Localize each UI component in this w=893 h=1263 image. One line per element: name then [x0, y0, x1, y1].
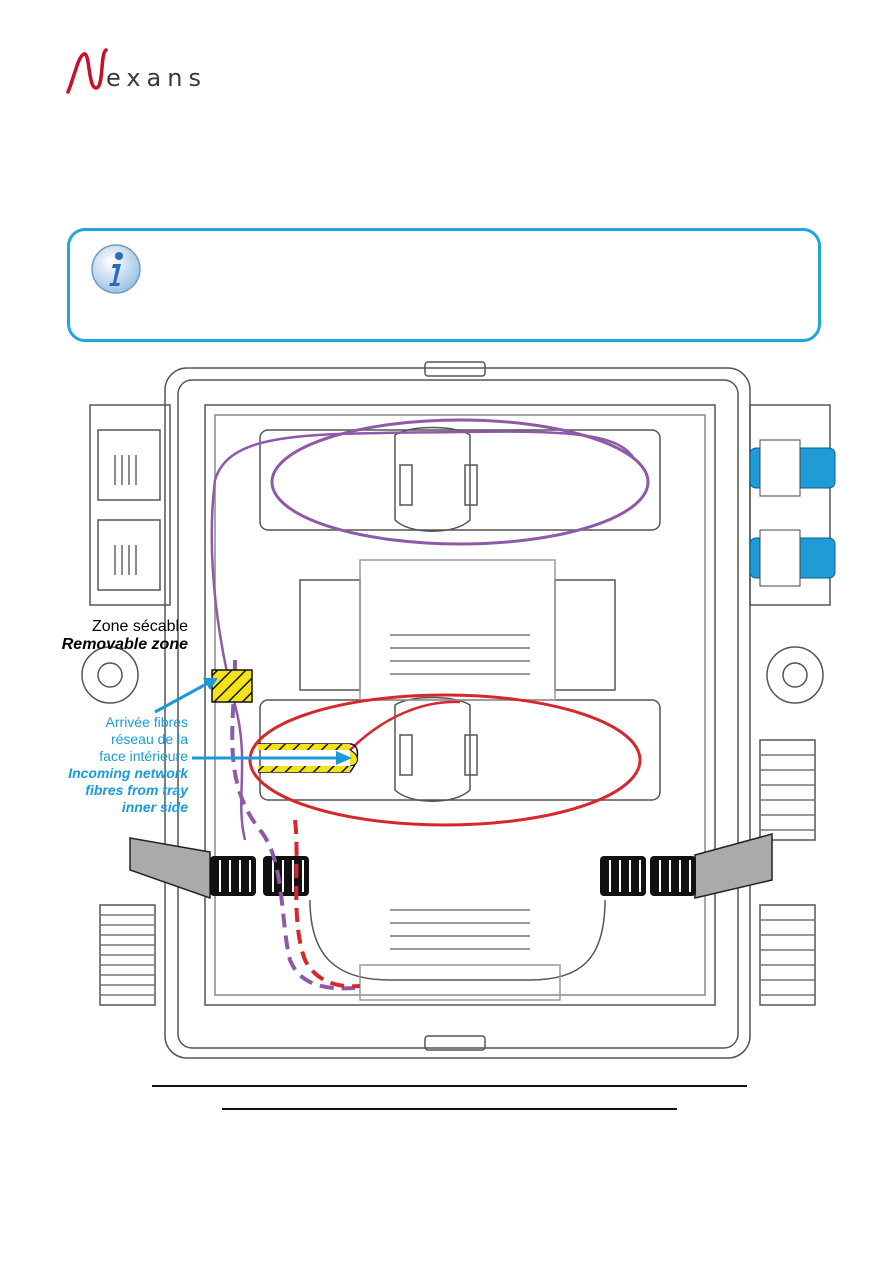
removable-zone-label-en: Removable zone: [61, 636, 188, 653]
caption-rule-bottom: [222, 1108, 677, 1110]
incoming-label-en-2: fibres from tray: [85, 782, 188, 798]
nexans-logo-icon: [66, 48, 108, 94]
incoming-label-fr-2: réseau de la: [110, 731, 188, 747]
removable-zone-label-fr: Zone sécable: [91, 618, 188, 635]
info-box: [67, 228, 821, 342]
caption-rule-top: [152, 1085, 747, 1087]
brand-name: exans: [106, 64, 207, 92]
incoming-label-fr-3: face intérieure: [99, 748, 188, 764]
incoming-label-en-1: Incoming network: [68, 765, 188, 781]
incoming-label-fr-1: Arrivée fibres: [105, 714, 188, 730]
incoming-label-en-3: inner side: [121, 799, 188, 815]
enclosure-diagram: [81, 361, 836, 1059]
info-icon: [91, 244, 141, 294]
